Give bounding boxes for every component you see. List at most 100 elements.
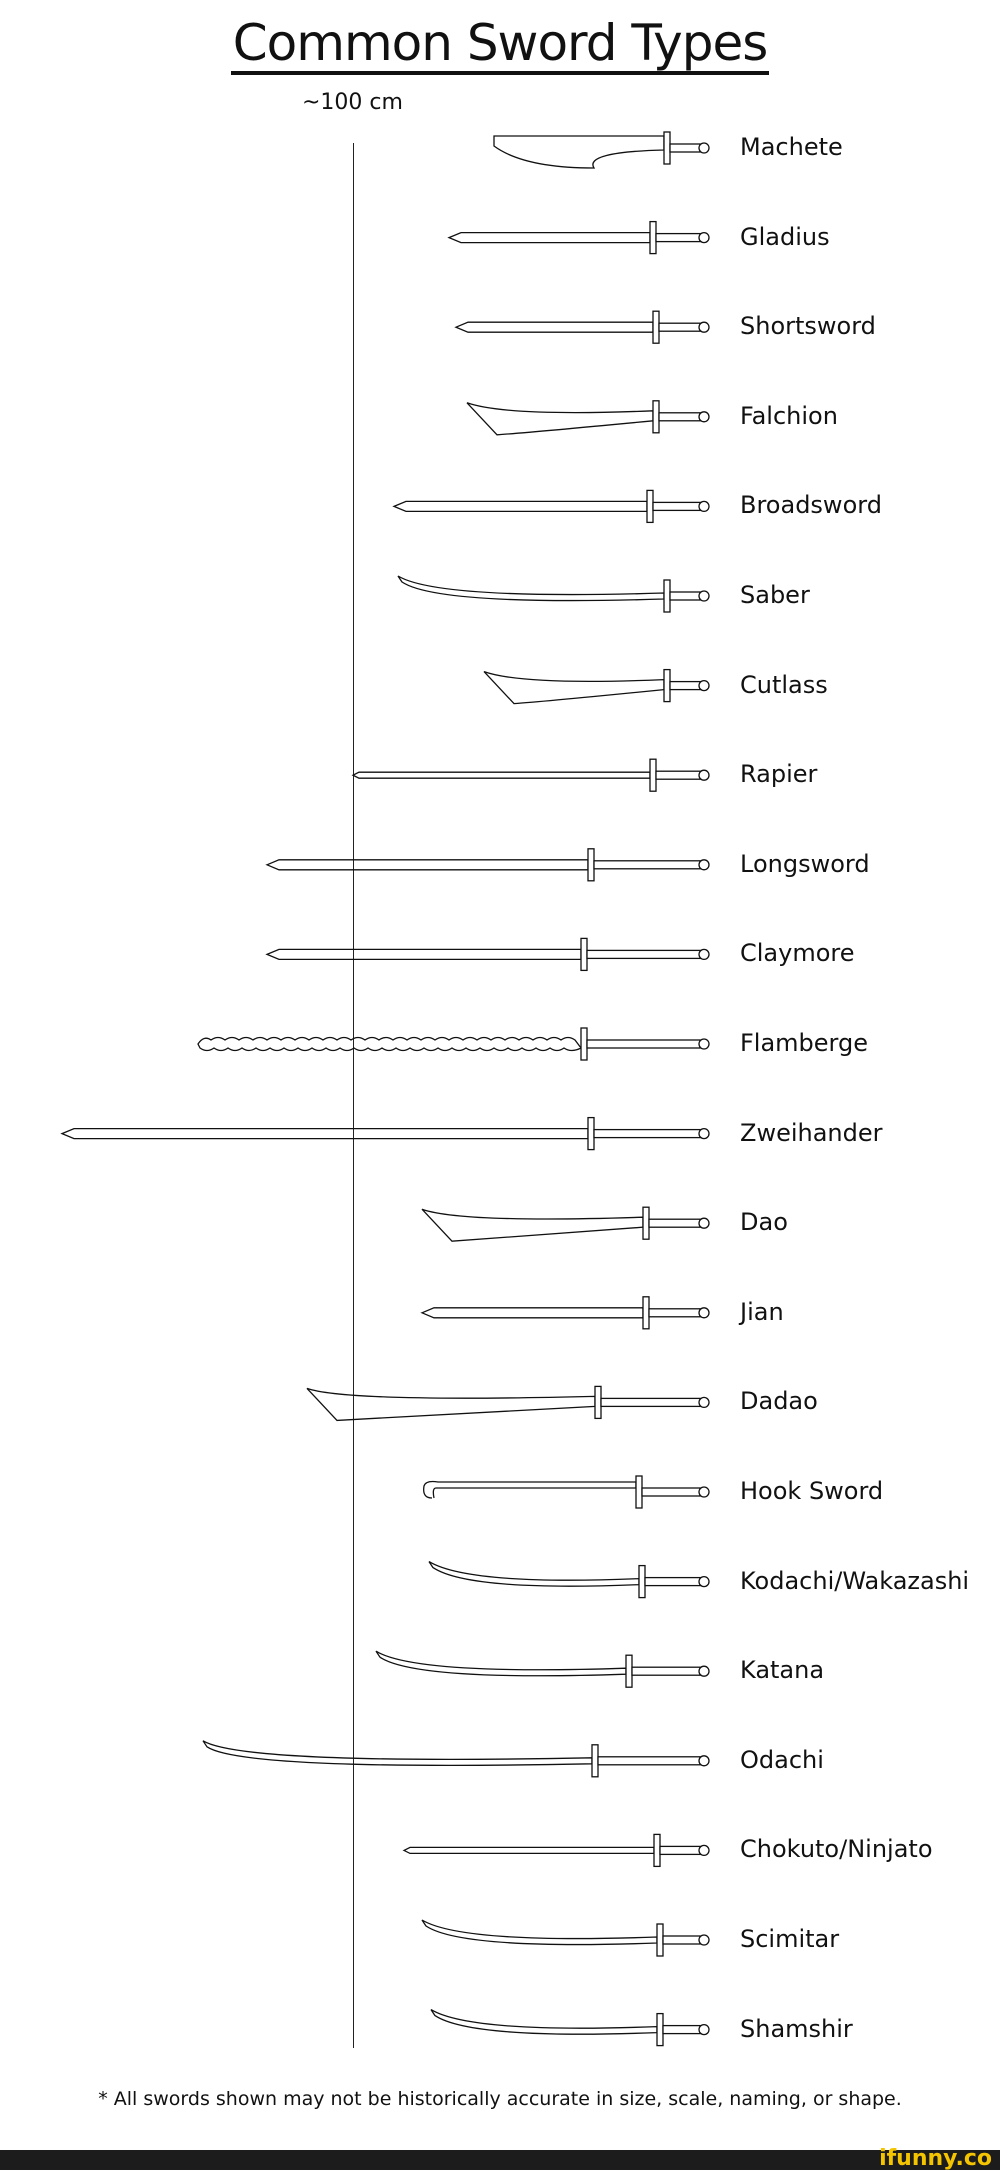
guard [642, 1296, 650, 1330]
guard [652, 310, 660, 344]
guard [652, 400, 660, 434]
pommel [698, 411, 710, 423]
grip [648, 1218, 701, 1228]
sword-jian [420, 1296, 710, 1330]
sword-rapier [351, 758, 710, 792]
grip [600, 1397, 701, 1408]
guard [646, 489, 654, 524]
blade [202, 1740, 593, 1767]
pommel [698, 948, 710, 961]
grip [658, 412, 701, 422]
guard [663, 131, 671, 165]
footnote: * All swords shown may not be historical… [98, 2088, 902, 2110]
grip [655, 232, 701, 243]
sword-label: Claymore [740, 939, 855, 968]
sword-label: Gladius [740, 222, 830, 251]
grip [593, 1128, 701, 1139]
sword-label: Chokuto/Ninjato [740, 1835, 933, 1864]
guard [635, 1475, 643, 1509]
blade [197, 1036, 582, 1052]
blade [421, 1208, 644, 1242]
guard [594, 1385, 602, 1420]
sword-cutlass [483, 668, 710, 705]
pommel [698, 1038, 710, 1050]
pommel [698, 231, 710, 244]
sword-label: Scimitar [740, 1925, 840, 1953]
grip [644, 1576, 701, 1587]
sword-label: Odachi [740, 1745, 824, 1774]
blade [60, 1127, 589, 1140]
sword-label: Longsword [740, 849, 870, 878]
blade [392, 500, 648, 513]
guard [649, 220, 657, 255]
blade [447, 231, 651, 244]
blade [493, 135, 665, 169]
pommel [698, 2023, 710, 2036]
grip [641, 1487, 701, 1497]
pommel [698, 1486, 710, 1498]
pommel [698, 1307, 710, 1319]
blade [375, 1650, 627, 1677]
grip [648, 1308, 701, 1318]
chart-title: Common Sword Types [0, 14, 1000, 75]
guard [653, 1833, 661, 1868]
guard [587, 848, 595, 882]
guard [663, 579, 671, 613]
scale-label: ~100 cm [302, 90, 403, 115]
guard [580, 1027, 588, 1061]
grip [669, 143, 701, 153]
sword-label: Dadao [740, 1387, 818, 1416]
blade [423, 1480, 637, 1499]
blade [420, 1307, 644, 1319]
sword-label: Zweihander [740, 1118, 883, 1147]
sword-kodachi-wakazashi [428, 1561, 710, 1599]
guard [656, 1923, 664, 1957]
sword-label: Cutlass [740, 670, 828, 699]
blade [428, 1561, 640, 1587]
blade [265, 859, 589, 871]
guard [642, 1206, 650, 1240]
pommel [698, 321, 710, 333]
blade [466, 402, 654, 436]
sword-label: Katana [740, 1656, 825, 1685]
grip [658, 322, 701, 332]
grip [652, 501, 701, 512]
blade [421, 1919, 658, 1946]
sword-label: Falchion [740, 401, 838, 430]
blade [265, 948, 582, 961]
sword-scimitar [421, 1919, 710, 1957]
sword-dao [421, 1206, 710, 1242]
sword-shortsword [454, 310, 710, 344]
sword-label: Flamberge [740, 1029, 869, 1057]
grip [669, 591, 701, 601]
sword-zweihander [60, 1116, 710, 1151]
blade [430, 2009, 658, 2035]
pommel [698, 1217, 710, 1229]
pommel [698, 859, 710, 871]
blade [306, 1387, 596, 1422]
grip [659, 1845, 701, 1856]
title-text: Common Sword Types [230, 15, 770, 75]
sword-broadsword [392, 489, 710, 524]
guard [625, 1654, 633, 1688]
sword-shamshir [430, 2009, 710, 2047]
sword-longsword [265, 848, 710, 882]
sword-label: Hook Sword [740, 1477, 884, 1505]
watermark-bar: ifunny.co [0, 2146, 1000, 2171]
sword-chokuto-ninjato [402, 1833, 710, 1868]
sword-label: Kodachi/Wakazashi [740, 1566, 970, 1595]
pommel [698, 142, 710, 154]
sword-saber [397, 575, 710, 613]
sword-gladius [447, 220, 710, 255]
sword-label: Machete [740, 133, 843, 161]
grip [593, 860, 701, 870]
sword-hook-sword [423, 1475, 710, 1509]
sword-machete [493, 131, 710, 169]
sword-label: Saber [740, 581, 810, 609]
blade [402, 1846, 655, 1855]
guard [587, 1116, 595, 1151]
pommel [698, 1755, 710, 1767]
grip [586, 949, 701, 960]
grip [662, 1935, 701, 1945]
